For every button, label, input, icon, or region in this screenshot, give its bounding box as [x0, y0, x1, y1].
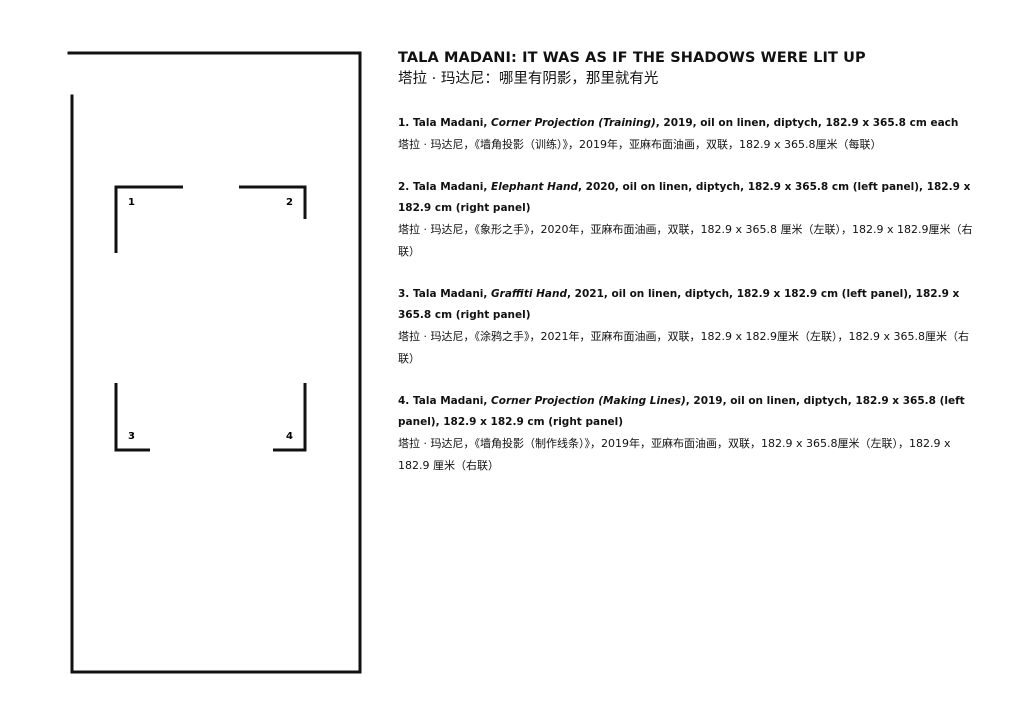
work-number: 1. — [398, 117, 410, 129]
room-wall — [67, 51, 362, 674]
work-caption-zh: 塔拉 · 玛达尼，《涂鸦之手》，2021年，亚麻布面油画，双联，182.9 x … — [398, 330, 969, 365]
work-caption-zh: 塔拉 · 玛达尼，《墙角投影（制作线条）》，2019年，亚麻布面油画，双联，18… — [398, 437, 951, 472]
work-caption-en: 4. Tala Madani, Corner Projection (Makin… — [398, 391, 978, 433]
work-details: , 2019, oil on linen, diptych, 182.9 x 3… — [398, 395, 965, 428]
plan-label-2: 2 — [286, 197, 293, 208]
corner-wall-2 — [239, 185, 307, 219]
work-entry-3: 3. Tala Madani, Graffiti Hand, 2021, oil… — [398, 284, 978, 370]
plan-label-4: 4 — [286, 431, 293, 442]
work-caption-en: 2. Tala Madani, Elephant Hand, 2020, oil… — [398, 177, 978, 219]
work-artist: Tala Madani, — [412, 181, 488, 193]
exhibition-info: TALA MADANI: IT WAS AS IF THE SHADOWS WE… — [398, 48, 978, 498]
plan-label-1: 1 — [128, 197, 135, 208]
work-artist: Tala Madani, — [412, 288, 488, 300]
work-caption-en: 1. Tala Madani, Corner Projection (Train… — [398, 113, 978, 134]
exhibition-title-en: TALA MADANI: IT WAS AS IF THE SHADOWS WE… — [398, 50, 866, 66]
work-title: Corner Projection (Training) — [491, 117, 656, 129]
work-entry-2: 2. Tala Madani, Elephant Hand, 2020, oil… — [398, 177, 978, 263]
work-title: Corner Projection (Making Lines) — [491, 395, 686, 407]
work-caption-zh: 塔拉 · 玛达尼，《墙角投影（训练）》，2019年，亚麻布面油画，双联，182.… — [398, 138, 882, 151]
corner-wall-4 — [273, 383, 307, 452]
exhibition-title-zh: 塔拉 · 玛达尼：哪里有阴影，那里就有光 — [398, 71, 659, 87]
corner-wall-1 — [114, 185, 183, 253]
work-details: , 2019, oil on linen, diptych, 182.9 x 3… — [655, 117, 959, 129]
work-number: 4. — [398, 395, 410, 407]
work-entry-4: 4. Tala Madani, Corner Projection (Makin… — [398, 391, 978, 477]
corner-wall-3 — [114, 383, 150, 452]
floor-plan-diagram: 1 2 3 4 — [67, 51, 362, 674]
work-caption-en: 3. Tala Madani, Graffiti Hand, 2021, oil… — [398, 284, 978, 326]
work-entry-1: 1. Tala Madani, Corner Projection (Train… — [398, 113, 978, 156]
work-number: 3. — [398, 288, 410, 300]
work-details: , 2021, oil on linen, diptych, 182.9 x 1… — [398, 288, 960, 321]
work-caption-zh: 塔拉 · 玛达尼，《象形之手》，2020年，亚麻布面油画，双联，182.9 x … — [398, 223, 973, 258]
work-details: , 2020, oil on linen, diptych, 182.9 x 3… — [398, 181, 971, 214]
work-artist: Tala Madani, — [412, 117, 488, 129]
work-artist: Tala Madani, — [412, 395, 488, 407]
work-title: Graffiti Hand — [491, 288, 568, 300]
work-title: Elephant Hand — [491, 181, 579, 193]
work-number: 2. — [398, 181, 410, 193]
plan-label-3: 3 — [128, 431, 135, 442]
